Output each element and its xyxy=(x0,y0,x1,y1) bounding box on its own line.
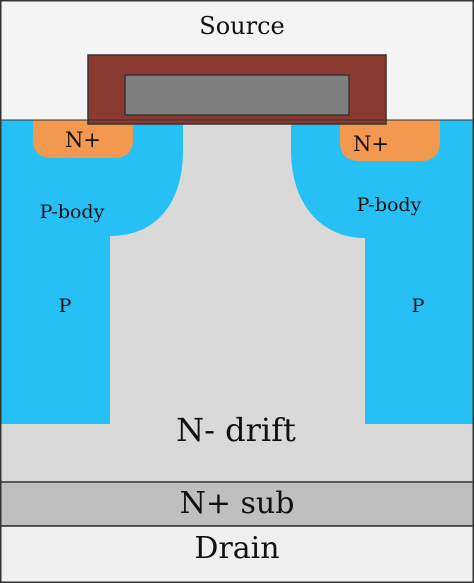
gate-poly xyxy=(124,74,350,116)
p-body-left-label: P-body xyxy=(40,201,105,223)
p-body-left-region xyxy=(0,120,183,424)
n-plus-sub-label: N+ sub xyxy=(180,486,295,521)
p-body-right-label: P-body xyxy=(357,194,422,216)
n-plus-left-label: N+ xyxy=(65,128,101,152)
n-plus-right-label: N+ xyxy=(353,132,389,156)
n-plus-left-region xyxy=(33,120,133,158)
p-left-label: P xyxy=(59,295,72,317)
source-label: Source xyxy=(199,12,284,40)
p-right-label: P xyxy=(412,295,425,317)
n-plus-right-region xyxy=(340,120,440,161)
p-body-right-region xyxy=(291,120,474,424)
drain-label: Drain xyxy=(194,531,279,566)
n-plus-substrate-region xyxy=(0,481,474,527)
drain-region xyxy=(0,525,474,583)
n-drift-label: N- drift xyxy=(176,411,296,449)
